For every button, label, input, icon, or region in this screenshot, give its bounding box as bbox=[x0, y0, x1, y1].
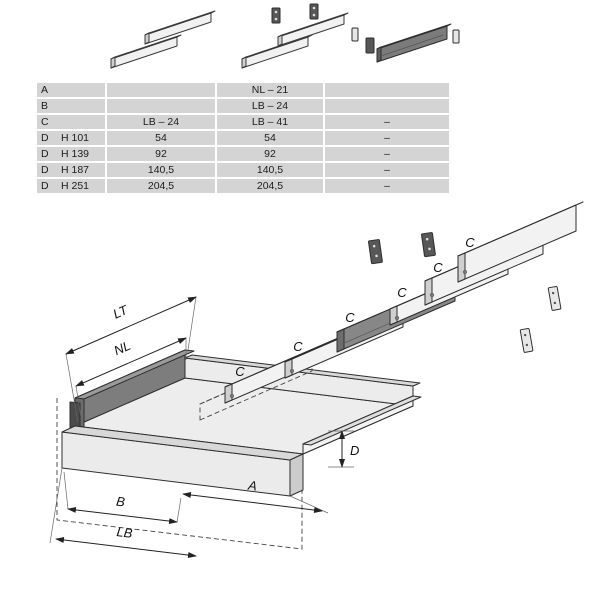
panel-label-c: C bbox=[345, 310, 355, 325]
value-cell: – bbox=[325, 179, 449, 193]
dim-label-a: A bbox=[246, 477, 257, 493]
rear-bracket-icon bbox=[421, 232, 436, 258]
dimension-lines bbox=[49, 296, 354, 559]
value-cell: 54 bbox=[107, 131, 215, 145]
value-cell: 140,5 bbox=[217, 163, 323, 177]
dim-label-nl: NL bbox=[112, 338, 133, 358]
dim-label-b: B bbox=[115, 494, 126, 510]
row-label-cell: C bbox=[37, 115, 105, 129]
row-label: D bbox=[41, 164, 49, 176]
panel-label-c: C bbox=[293, 339, 303, 354]
value-cell: 140,5 bbox=[107, 163, 215, 177]
row-sublabel: H 251 bbox=[61, 180, 90, 192]
value-cell: 54 bbox=[217, 131, 323, 145]
drawer-side-panels-with-brackets-icon bbox=[241, 3, 359, 69]
fixing-hardware bbox=[368, 232, 562, 353]
row-sublabel: H 101 bbox=[61, 132, 90, 144]
table-row-d-h139: D H 139 92 92 – bbox=[37, 147, 449, 161]
panel-label-c: C bbox=[397, 285, 407, 300]
row-label-cell: D H 251 bbox=[37, 179, 105, 193]
value-cell: NL – 21 bbox=[217, 83, 323, 97]
table-row-b: B LB – 24 bbox=[37, 99, 449, 113]
row-label-cell: D H 139 bbox=[37, 147, 105, 161]
value-cell: 92 bbox=[107, 147, 215, 161]
row-label-cell: D H 101 bbox=[37, 131, 105, 145]
table-row-d-h101: D H 101 54 54 – bbox=[37, 131, 449, 145]
drawer-front-panel-end bbox=[289, 453, 304, 497]
panel-label-c: C bbox=[465, 235, 475, 250]
value-cell: – bbox=[325, 131, 449, 145]
row-label: D bbox=[41, 180, 49, 192]
value-cell: LB – 24 bbox=[217, 99, 323, 113]
row-label-cell: A bbox=[37, 83, 105, 97]
row-label: D bbox=[41, 132, 49, 144]
dimension-table: A NL – 21 B LB – 24 C LB – 24 LB – 41 – … bbox=[35, 81, 451, 195]
row-label-cell: B bbox=[37, 99, 105, 113]
table-row-c: C LB – 24 LB – 41 – bbox=[37, 115, 449, 129]
value-cell: LB – 24 bbox=[107, 115, 215, 129]
dim-label-lt: LT bbox=[111, 302, 131, 322]
dim-label-lb: LB bbox=[116, 524, 134, 541]
table-row-d-h187: D H 187 140,5 140,5 – bbox=[37, 163, 449, 177]
row-label: B bbox=[41, 100, 49, 112]
row-label: D bbox=[41, 148, 49, 160]
value-cell: 204,5 bbox=[217, 179, 323, 193]
value-cell: – bbox=[325, 147, 449, 161]
row-sublabel: H 139 bbox=[61, 148, 90, 160]
drawer-side-panels-icon bbox=[110, 10, 216, 69]
value-cell: 204,5 bbox=[107, 179, 215, 193]
table-row-a: A NL – 21 bbox=[37, 83, 449, 97]
row-label-cell: D H 187 bbox=[37, 163, 105, 177]
steel-drawer-side-icon bbox=[365, 23, 460, 63]
value-cell: 92 bbox=[217, 147, 323, 161]
value-cell bbox=[107, 83, 215, 97]
side-panel-c-6 bbox=[457, 201, 584, 283]
table-row-d-h251: D H 251 204,5 204,5 – bbox=[37, 179, 449, 193]
value-cell bbox=[325, 99, 449, 113]
value-cell: – bbox=[325, 115, 449, 129]
value-cell: LB – 41 bbox=[217, 115, 323, 129]
value-cell: – bbox=[325, 163, 449, 177]
dimension-labels: LT NL A B LB D C C C C C C bbox=[111, 235, 476, 541]
exploded-side-panels bbox=[224, 201, 584, 404]
cover-plate-icon bbox=[547, 285, 562, 311]
panel-label-c: C bbox=[235, 364, 245, 379]
row-label: A bbox=[41, 84, 49, 96]
value-cell bbox=[325, 83, 449, 97]
cover-plate-icon bbox=[519, 327, 534, 353]
row-sublabel: H 187 bbox=[61, 164, 90, 176]
row-label: C bbox=[41, 116, 49, 128]
value-cell bbox=[107, 99, 215, 113]
rear-bracket-icon bbox=[368, 239, 383, 265]
panel-label-c: C bbox=[433, 260, 443, 275]
dim-label-d: D bbox=[350, 443, 359, 458]
drawer-right-rail-top bbox=[302, 395, 422, 446]
